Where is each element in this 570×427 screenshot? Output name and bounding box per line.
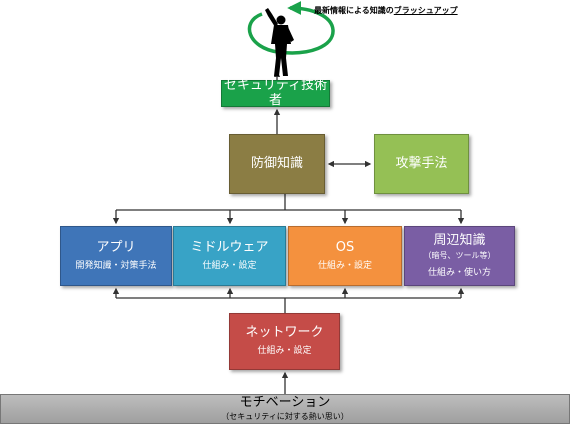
network-box: ネットワーク 仕組み・設定: [229, 313, 340, 370]
attack-title: 攻撃手法: [395, 155, 448, 171]
network-title: ネットワーク: [245, 325, 324, 341]
motivation-bar: モチベーション （セキュリティに対する熱い思い）: [0, 394, 570, 424]
defense-knowledge-box: 防御知識: [229, 134, 325, 194]
person-silhouette-icon: [265, 8, 294, 76]
peripheral-note: （暗号、ツール等）: [423, 251, 496, 261]
network-sub: 仕組み・設定: [257, 346, 312, 357]
os-title: OS: [335, 239, 355, 255]
os-sub: 仕組み・設定: [317, 260, 372, 271]
peripheral-sub: 仕組み・使い方: [427, 267, 491, 278]
middleware-title: ミドルウェア: [190, 239, 269, 255]
motivation-title: モチベーション: [239, 395, 331, 411]
peripheral-title: 周辺知識: [433, 233, 486, 249]
caption-underlined: ブラッシュアップ: [393, 6, 458, 15]
caption-prefix: 最新情報による知識の: [314, 6, 394, 15]
attack-methods-box: 攻撃手法: [374, 134, 469, 194]
motivation-sub: （セキュリティに対する熱い思い）: [221, 412, 349, 422]
engineer-box: セキュリティ技術者: [221, 77, 330, 108]
middleware-box: ミドルウェア 仕組み・設定: [173, 226, 286, 286]
defense-title: 防御知識: [250, 155, 303, 171]
os-box: OS 仕組み・設定: [288, 226, 402, 286]
app-sub: 開発知識・対策手法: [75, 260, 157, 271]
middleware-sub: 仕組み・設定: [202, 260, 257, 271]
app-box: アプリ 開発知識・対策手法: [60, 226, 172, 286]
app-title: アプリ: [96, 239, 136, 255]
peripheral-knowledge-box: 周辺知識 （暗号、ツール等） 仕組み・使い方: [404, 226, 515, 286]
caption-label: 最新情報による知識のブラッシュアップ: [314, 5, 458, 16]
engineer-title: セキュリティ技術者: [223, 77, 328, 108]
circular-arrow-icon: [247, 1, 335, 55]
